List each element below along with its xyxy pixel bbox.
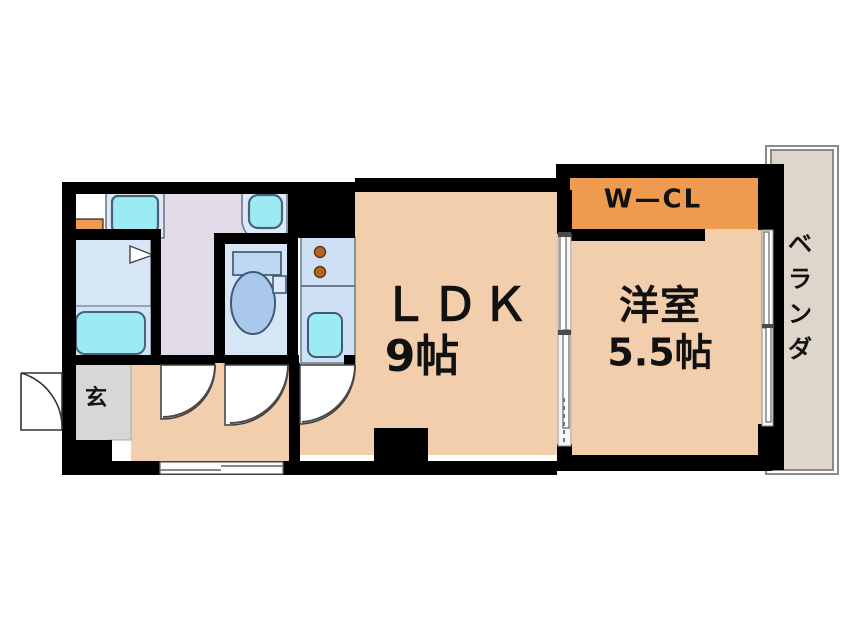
slider-leaf-upper[interactable]	[559, 235, 567, 335]
veranda-label-char3: ン	[788, 300, 812, 328]
wall-sanitary-bottom-left	[62, 355, 161, 365]
kitchen-sink	[307, 312, 343, 358]
slider-topstop	[558, 232, 571, 237]
toilet-door[interactable]	[224, 364, 289, 426]
wall-toilet-right	[287, 233, 298, 363]
veranda-slider-leaf-upper[interactable]	[763, 231, 770, 329]
ldk-label: ＬＤＫ	[382, 278, 532, 332]
wall-bottom-main	[62, 461, 557, 475]
wall-toilet-top	[214, 233, 288, 244]
veranda-slider-midstop	[762, 324, 773, 328]
hall-window[interactable]	[159, 461, 284, 475]
bath-window	[62, 221, 64, 235]
bedroom-label: 洋室	[619, 283, 701, 329]
veranda-label-char1: ベ	[788, 230, 812, 258]
veranda-label-char4: ダ	[788, 335, 812, 363]
bedroom-area: 洋室 5.5帖	[572, 190, 772, 455]
wall-kitchen-bottom-corner	[288, 355, 299, 365]
bathroom-area	[67, 237, 158, 364]
kitchen-door[interactable]	[299, 364, 357, 425]
bathtub	[75, 311, 146, 355]
bath-door[interactable]	[160, 364, 216, 420]
gas-burner-icon-2	[313, 265, 327, 279]
wall-genkan-bottom	[62, 440, 112, 462]
kitchen-group	[300, 236, 356, 364]
wall-wcl-left-stub	[556, 164, 570, 192]
kitchen-door-arc	[301, 364, 357, 423]
bath-door-leaf	[129, 244, 156, 264]
toilet-lever	[272, 275, 287, 294]
wall-toilet-left	[214, 233, 225, 363]
genkan-label: 玄	[85, 385, 107, 411]
bedroom-floor	[572, 190, 772, 455]
wcl-floor	[570, 177, 768, 229]
wall-wcl-bottom	[570, 229, 705, 241]
gas-burner-icon-1	[313, 245, 327, 259]
entrance-door[interactable]	[20, 370, 64, 431]
hall-window-frame	[159, 461, 284, 475]
pillar-ldk	[374, 428, 428, 464]
veranda-slider-leaf-lower[interactable]	[765, 325, 772, 423]
slider-midstop	[558, 330, 571, 335]
wall-entry-jamb	[62, 363, 76, 373]
washbasin-group	[241, 187, 288, 238]
bedroom-size-label: 5.5帖	[607, 331, 712, 375]
veranda-label-char2: ラ	[788, 265, 812, 293]
bath-door-arc	[162, 364, 216, 418]
ldk-size-label: 9帖	[385, 331, 460, 382]
vanity-basin	[110, 194, 160, 234]
entrance-door-leaf[interactable]	[20, 373, 62, 431]
wall-ldk-left-stub	[344, 355, 355, 365]
wall-bottom-right	[557, 455, 772, 471]
bath-window-mark	[62, 221, 64, 235]
wall-top-left	[62, 182, 355, 194]
wall-kitchen-bottom-left	[289, 363, 300, 462]
ldk-floor	[355, 190, 557, 455]
wall-bath-right	[151, 229, 161, 363]
wall-ldk-bedroom-bottom	[557, 444, 572, 466]
wall-sanitary-bottom-mid	[161, 355, 215, 365]
ldk-bedroom-slider[interactable]	[557, 232, 572, 447]
wall-top-wcl	[556, 164, 771, 178]
wall-sanitary-bottom-right	[225, 355, 288, 365]
toilet-room	[223, 242, 289, 364]
wcl-area: W—CL	[570, 177, 768, 229]
slider-leaf-lower[interactable]	[562, 329, 570, 429]
toilet-door-arc	[229, 364, 289, 424]
veranda-slider[interactable]	[761, 229, 774, 427]
washbasin-bowl	[247, 193, 284, 230]
wall-bath-top	[62, 229, 161, 240]
wall-top-ldk	[355, 178, 570, 192]
entrance-door-swing[interactable]	[20, 372, 63, 431]
wall-ldk-bedroom-top	[557, 190, 572, 234]
wall-kitchen-top-block	[288, 182, 355, 238]
wall-outer-left-upper	[62, 182, 76, 363]
toilet-bowl	[230, 271, 276, 335]
wcl-label: W—CL	[604, 185, 702, 215]
